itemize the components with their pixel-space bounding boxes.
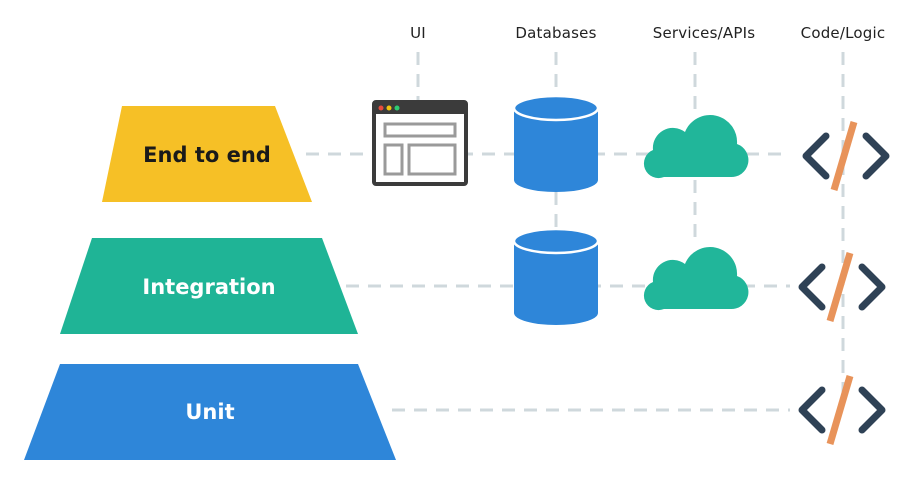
column-label-ui: UI	[410, 24, 426, 42]
code-brackets-icon	[802, 121, 890, 191]
code-brackets-icon	[798, 252, 886, 322]
tier-integration-shape	[60, 238, 358, 334]
browser-window-icon	[372, 100, 468, 186]
database-cylinder-icon	[512, 227, 600, 325]
cloud-icon	[643, 115, 749, 179]
tier-e2e-shape	[102, 106, 312, 202]
tier-label-e2e: End to end	[143, 143, 271, 167]
code-brackets-icon	[798, 375, 886, 445]
column-label-services: Services/APIs	[652, 24, 756, 42]
tier-label-integration: Integration	[142, 275, 276, 299]
column-label-databases: Databases	[515, 24, 597, 42]
tier-label-unit: Unit	[185, 400, 235, 424]
column-label-code: Code/Logic	[800, 24, 886, 42]
cloud-icon	[643, 247, 749, 311]
database-cylinder-icon	[512, 94, 600, 192]
tier-unit-shape	[24, 364, 396, 460]
